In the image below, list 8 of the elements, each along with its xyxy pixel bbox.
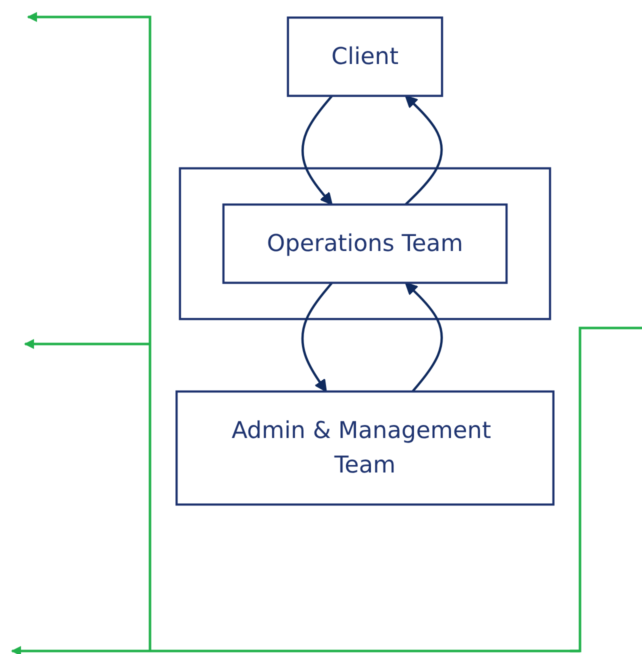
arrow bbox=[404, 282, 443, 392]
arrow bbox=[302, 95, 333, 206]
node-box: Client bbox=[286, 16, 444, 97]
node-box: Operations Team bbox=[222, 203, 508, 284]
node-box: Admin & Management Team bbox=[176, 390, 554, 506]
cluster bbox=[178, 167, 552, 320]
arrow bbox=[404, 95, 443, 206]
arrow bbox=[301, 282, 333, 392]
